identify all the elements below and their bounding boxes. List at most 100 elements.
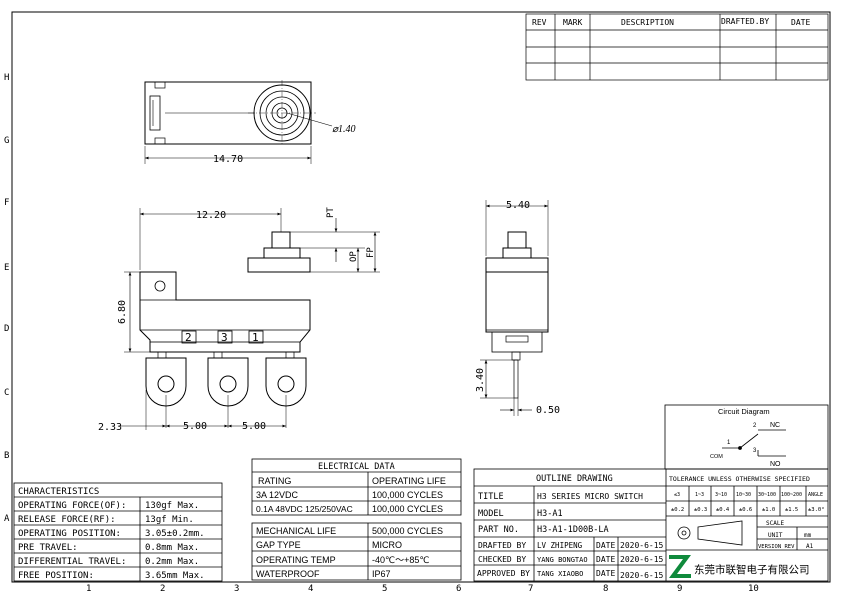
rating-value: 0.1A 48VDC 125/250VAC [256, 504, 353, 514]
company-logo-icon [669, 555, 691, 578]
zone-row-label: D [4, 324, 9, 334]
tol-value: ±1.5 [785, 507, 798, 513]
sheet-frame [11, 11, 831, 583]
spec-label: GAP TYPE [256, 540, 301, 550]
zone-col-label: 7 [528, 584, 533, 594]
top-view [144, 80, 333, 164]
tol-value: ±1.0 [762, 507, 775, 513]
dim-lead-length: 3.40 [475, 368, 486, 392]
zone-col-labels: 1 2 3 4 5 6 7 8 9 10 [86, 584, 759, 594]
date-value: 2020-6-15 [620, 541, 664, 550]
zone-col-label: 6 [456, 584, 461, 594]
dim-top-width: 14.70 [213, 154, 243, 165]
zone-col-label: 9 [677, 584, 682, 594]
tol-header: ≤3 [674, 492, 680, 498]
circuit-terminal-2: 2 [753, 423, 757, 429]
revision-table [525, 13, 829, 81]
zone-row-label: B [4, 451, 9, 461]
tol-header: 3~10 [715, 492, 727, 498]
zone-col-label: 10 [748, 584, 759, 594]
dim-fp: FP [366, 247, 376, 258]
electrical-table [251, 458, 462, 581]
char-label: OPERATING FORCE(OF): [18, 501, 126, 511]
zone-row-labels: H G F E D C B A [4, 73, 10, 524]
approved-by-label: APPROVED BY [477, 569, 530, 578]
tolerance-title: TOLERANCE UNLESS OTHERWISE SPECIFIED [669, 475, 810, 483]
spec-label: WATERPROOF [256, 569, 320, 579]
tol-value: ±0.2 [671, 507, 684, 513]
circuit-nc-label: NC [770, 422, 780, 429]
char-value: 13gf Min. [145, 515, 194, 525]
char-value: 3.65mm Max. [145, 571, 205, 581]
tol-header: 1~3 [695, 492, 704, 498]
life-value: 100,000 CYCLES [372, 504, 443, 514]
model-label: MODEL [478, 509, 504, 519]
tol-header: 30~100 [758, 492, 776, 498]
life-header: OPERATING LIFE [372, 476, 446, 486]
characteristics-title: CHARACTERISTICS [18, 487, 99, 497]
tol-value: ±0.4 [716, 507, 730, 513]
circuit-com-label: COM [710, 454, 723, 460]
scale-label: SCALE [766, 520, 784, 527]
dim-hole-diameter: ⌀1.40 [332, 124, 356, 135]
date-value: 2020-6-15 [620, 571, 664, 580]
zone-row-label: G [4, 136, 9, 146]
date-label: DATE [596, 541, 615, 550]
approved-by-value: TANG XIAOBO [537, 570, 583, 578]
checked-by-label: CHECKED BY [478, 555, 526, 564]
spec-value: IP67 [372, 569, 391, 579]
dim-side-width: 5.40 [506, 200, 530, 211]
spec-value: 500,000 CYCLES [372, 526, 443, 536]
tol-header: ANGLE [808, 492, 823, 498]
outline-drawing-title: OUTLINE DRAWING [536, 474, 613, 484]
circuit-terminal-3: 3 [753, 448, 757, 454]
char-value: 130gf Max. [145, 501, 199, 511]
zone-col-label: 1 [86, 584, 91, 594]
version-value: A1 [806, 543, 814, 550]
tol-header: 10~30 [736, 492, 751, 498]
pin-labels [181, 330, 264, 344]
version-label: VERSION REV [758, 544, 795, 550]
char-label: DIFFERENTIAL TRAVEL: [18, 557, 126, 567]
zone-row-label: E [4, 263, 9, 273]
char-label: RELEASE FORCE(RF): [18, 515, 116, 525]
zone-col-label: 2 [160, 584, 165, 594]
zone-col-label: 8 [603, 584, 608, 594]
unit-label: UNIT [768, 532, 783, 539]
zone-row-label: H [4, 73, 9, 83]
spec-label: OPERATING TEMP [256, 555, 336, 565]
dim-left-offset: 2.33 [98, 422, 122, 433]
side-view [480, 200, 549, 416]
char-label: FREE POSITION: [18, 571, 94, 581]
electrical-title: ELECTRICAL DATA [318, 462, 395, 472]
front-view [120, 208, 380, 430]
revision-headers: REV MARK DESCRIPTION DRAFTED.BY DATE [532, 17, 810, 27]
drafted-by-value: LV ZHIPENG [537, 541, 583, 550]
date-value: 2020-6-15 [620, 555, 664, 564]
dim-lead-thickness: 0.50 [536, 405, 560, 416]
pin-number: 3 [221, 331, 228, 344]
tol-value: ±0.6 [739, 507, 752, 513]
zone-col-label: 4 [308, 584, 313, 594]
circuit-title: Circuit Diagram [718, 407, 770, 416]
part-no-value: H3-A1-1D00B-LA [537, 525, 609, 535]
drafted-by-label: DRAFTED BY [478, 541, 526, 550]
zone-col-label: 3 [234, 584, 239, 594]
title-label: TITLE [478, 492, 504, 502]
dim-op: OP [349, 251, 359, 262]
title-block [473, 468, 829, 582]
pin-number: 1 [252, 331, 259, 344]
tol-value: ±3.0° [808, 507, 825, 513]
date-header: DATE [791, 18, 810, 27]
title-value: H3 SERIES MICRO SWITCH [537, 492, 643, 501]
char-value: 0.8mm Max. [145, 543, 199, 553]
rating-header: RATING [258, 476, 291, 486]
drafted-by-header: DRAFTED.BY [721, 17, 769, 26]
zone-row-label: F [4, 198, 9, 208]
model-value: H3-A1 [537, 509, 563, 519]
zone-row-label: C [4, 388, 9, 398]
mark-header: MARK [563, 18, 582, 27]
unit-value: mm [804, 532, 812, 539]
dim-pt: PT [326, 207, 336, 218]
